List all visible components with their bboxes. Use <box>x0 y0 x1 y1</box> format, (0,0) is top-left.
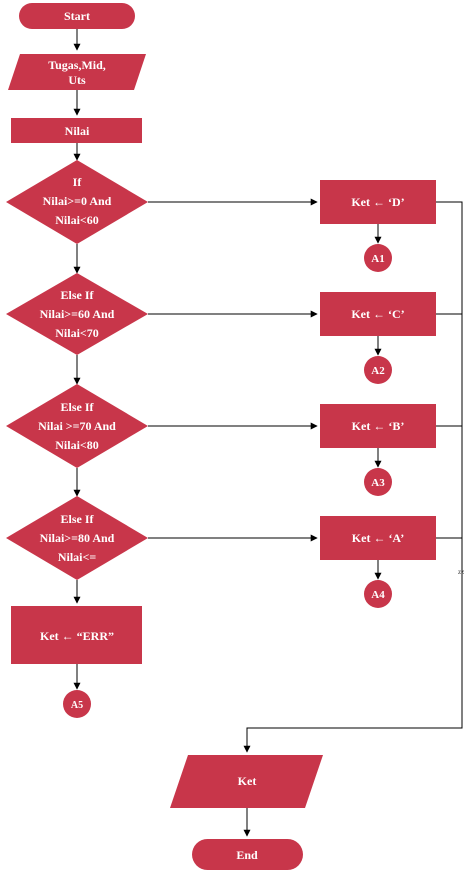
process-ket-b: Ket ← ‘B’ <box>320 404 436 448</box>
input-label-line1: Tugas,Mid, <box>48 58 106 72</box>
process-ket-err: Ket ← “ERR” <box>11 606 142 664</box>
decision-3: Else If Nilai >=70 And Nilai<80 <box>6 384 148 468</box>
process-ket-a: Ket ← ‘A’ <box>320 516 436 560</box>
decision-3-line3: Nilai<80 <box>55 438 99 452</box>
collector-line <box>243 201 463 753</box>
connector-a1: A1 <box>364 244 392 272</box>
connector-a1-label: A1 <box>371 253 384 265</box>
connector-a3-label: A3 <box>371 477 385 489</box>
connector-a4: A4 <box>364 580 392 608</box>
decision-2-line2: Nilai>=60 And <box>40 307 115 321</box>
process-ket-d: Ket ← ‘D’ <box>320 180 436 224</box>
connector-a5: A5 <box>63 690 91 718</box>
side-mark: zz <box>458 568 464 576</box>
connector-a2: A2 <box>364 356 392 384</box>
process-ket-c-label: Ket ← ‘C’ <box>351 307 404 321</box>
input-parallelogram: Tugas,Mid, Uts <box>8 54 146 90</box>
process-ket-d-label: Ket ← ‘D’ <box>351 195 404 209</box>
decision-2-line1: Else If <box>61 288 95 302</box>
decision-1-line2: Nilai>=0 And <box>43 194 112 208</box>
connector-a4-label: A4 <box>371 589 385 601</box>
decision-3-line2: Nilai >=70 And <box>38 419 116 433</box>
decision-2-line3: Nilai<70 <box>55 326 99 340</box>
process-ket-c: Ket ← ‘C’ <box>320 292 436 336</box>
decision-1: If Nilai>=0 And Nilai<60 <box>6 160 148 244</box>
decision-4-line3: Nilai<= <box>58 550 97 564</box>
connector-a3: A3 <box>364 468 392 496</box>
output-parallelogram: Ket <box>170 755 323 808</box>
process-nilai-label: Nilai <box>65 124 90 138</box>
end-terminator: End <box>192 839 303 870</box>
decision-3-line1: Else If <box>61 400 95 414</box>
end-label: End <box>236 848 258 862</box>
process-ket-err-label: Ket ← “ERR” <box>40 629 114 643</box>
decision-4-line1: Else If <box>61 512 95 526</box>
decision-1-line1: If <box>73 175 83 189</box>
decision-1-line3: Nilai<60 <box>55 213 99 227</box>
output-label: Ket <box>238 774 257 788</box>
input-label-line2: Uts <box>68 73 86 87</box>
decision-2: Else If Nilai>=60 And Nilai<70 <box>6 273 148 355</box>
start-label: Start <box>64 9 90 23</box>
start-terminator: Start <box>19 3 135 29</box>
connector-a2-label: A2 <box>371 365 385 377</box>
connector-a5-label: A5 <box>71 700 83 711</box>
decision-4: Else If Nilai>=80 And Nilai<= <box>6 496 148 580</box>
process-ket-b-label: Ket ← ‘B’ <box>352 419 405 433</box>
process-nilai: Nilai <box>11 118 142 143</box>
decision-4-line2: Nilai>=80 And <box>40 531 115 545</box>
process-ket-a-label: Ket ← ‘A’ <box>352 531 404 545</box>
